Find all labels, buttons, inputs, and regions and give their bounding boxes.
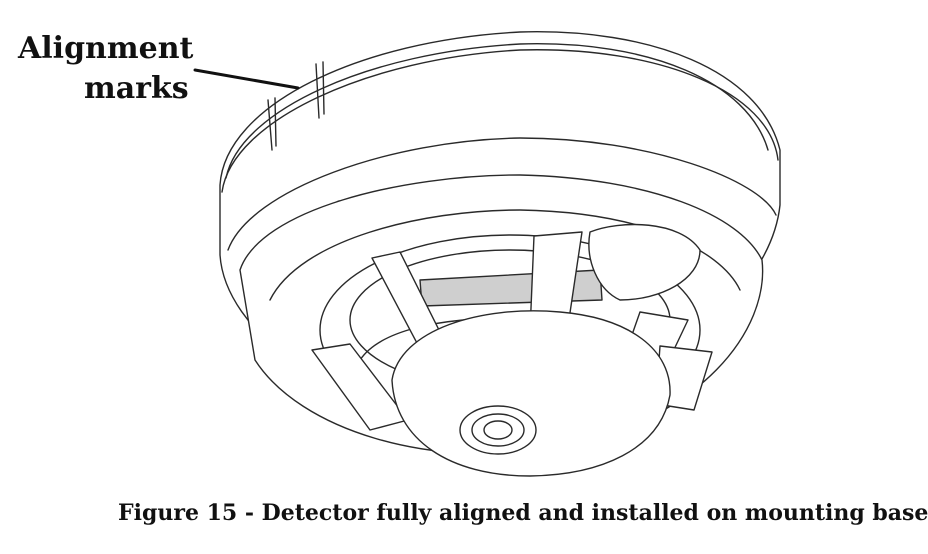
figure-caption: Figure 15 - Detector fully aligned and i…: [118, 500, 928, 526]
callout-label-line2: marks: [84, 71, 189, 106]
callout-leader-line: [193, 68, 300, 90]
callout-label-line1: Alignment: [18, 31, 194, 66]
detector-figure: Alignment marks Figure 15 - Detector ful…: [18, 31, 928, 524]
centre-dome: [391, 310, 671, 477]
alignment-marks: [267, 61, 325, 151]
detector-drawing: [193, 31, 781, 477]
